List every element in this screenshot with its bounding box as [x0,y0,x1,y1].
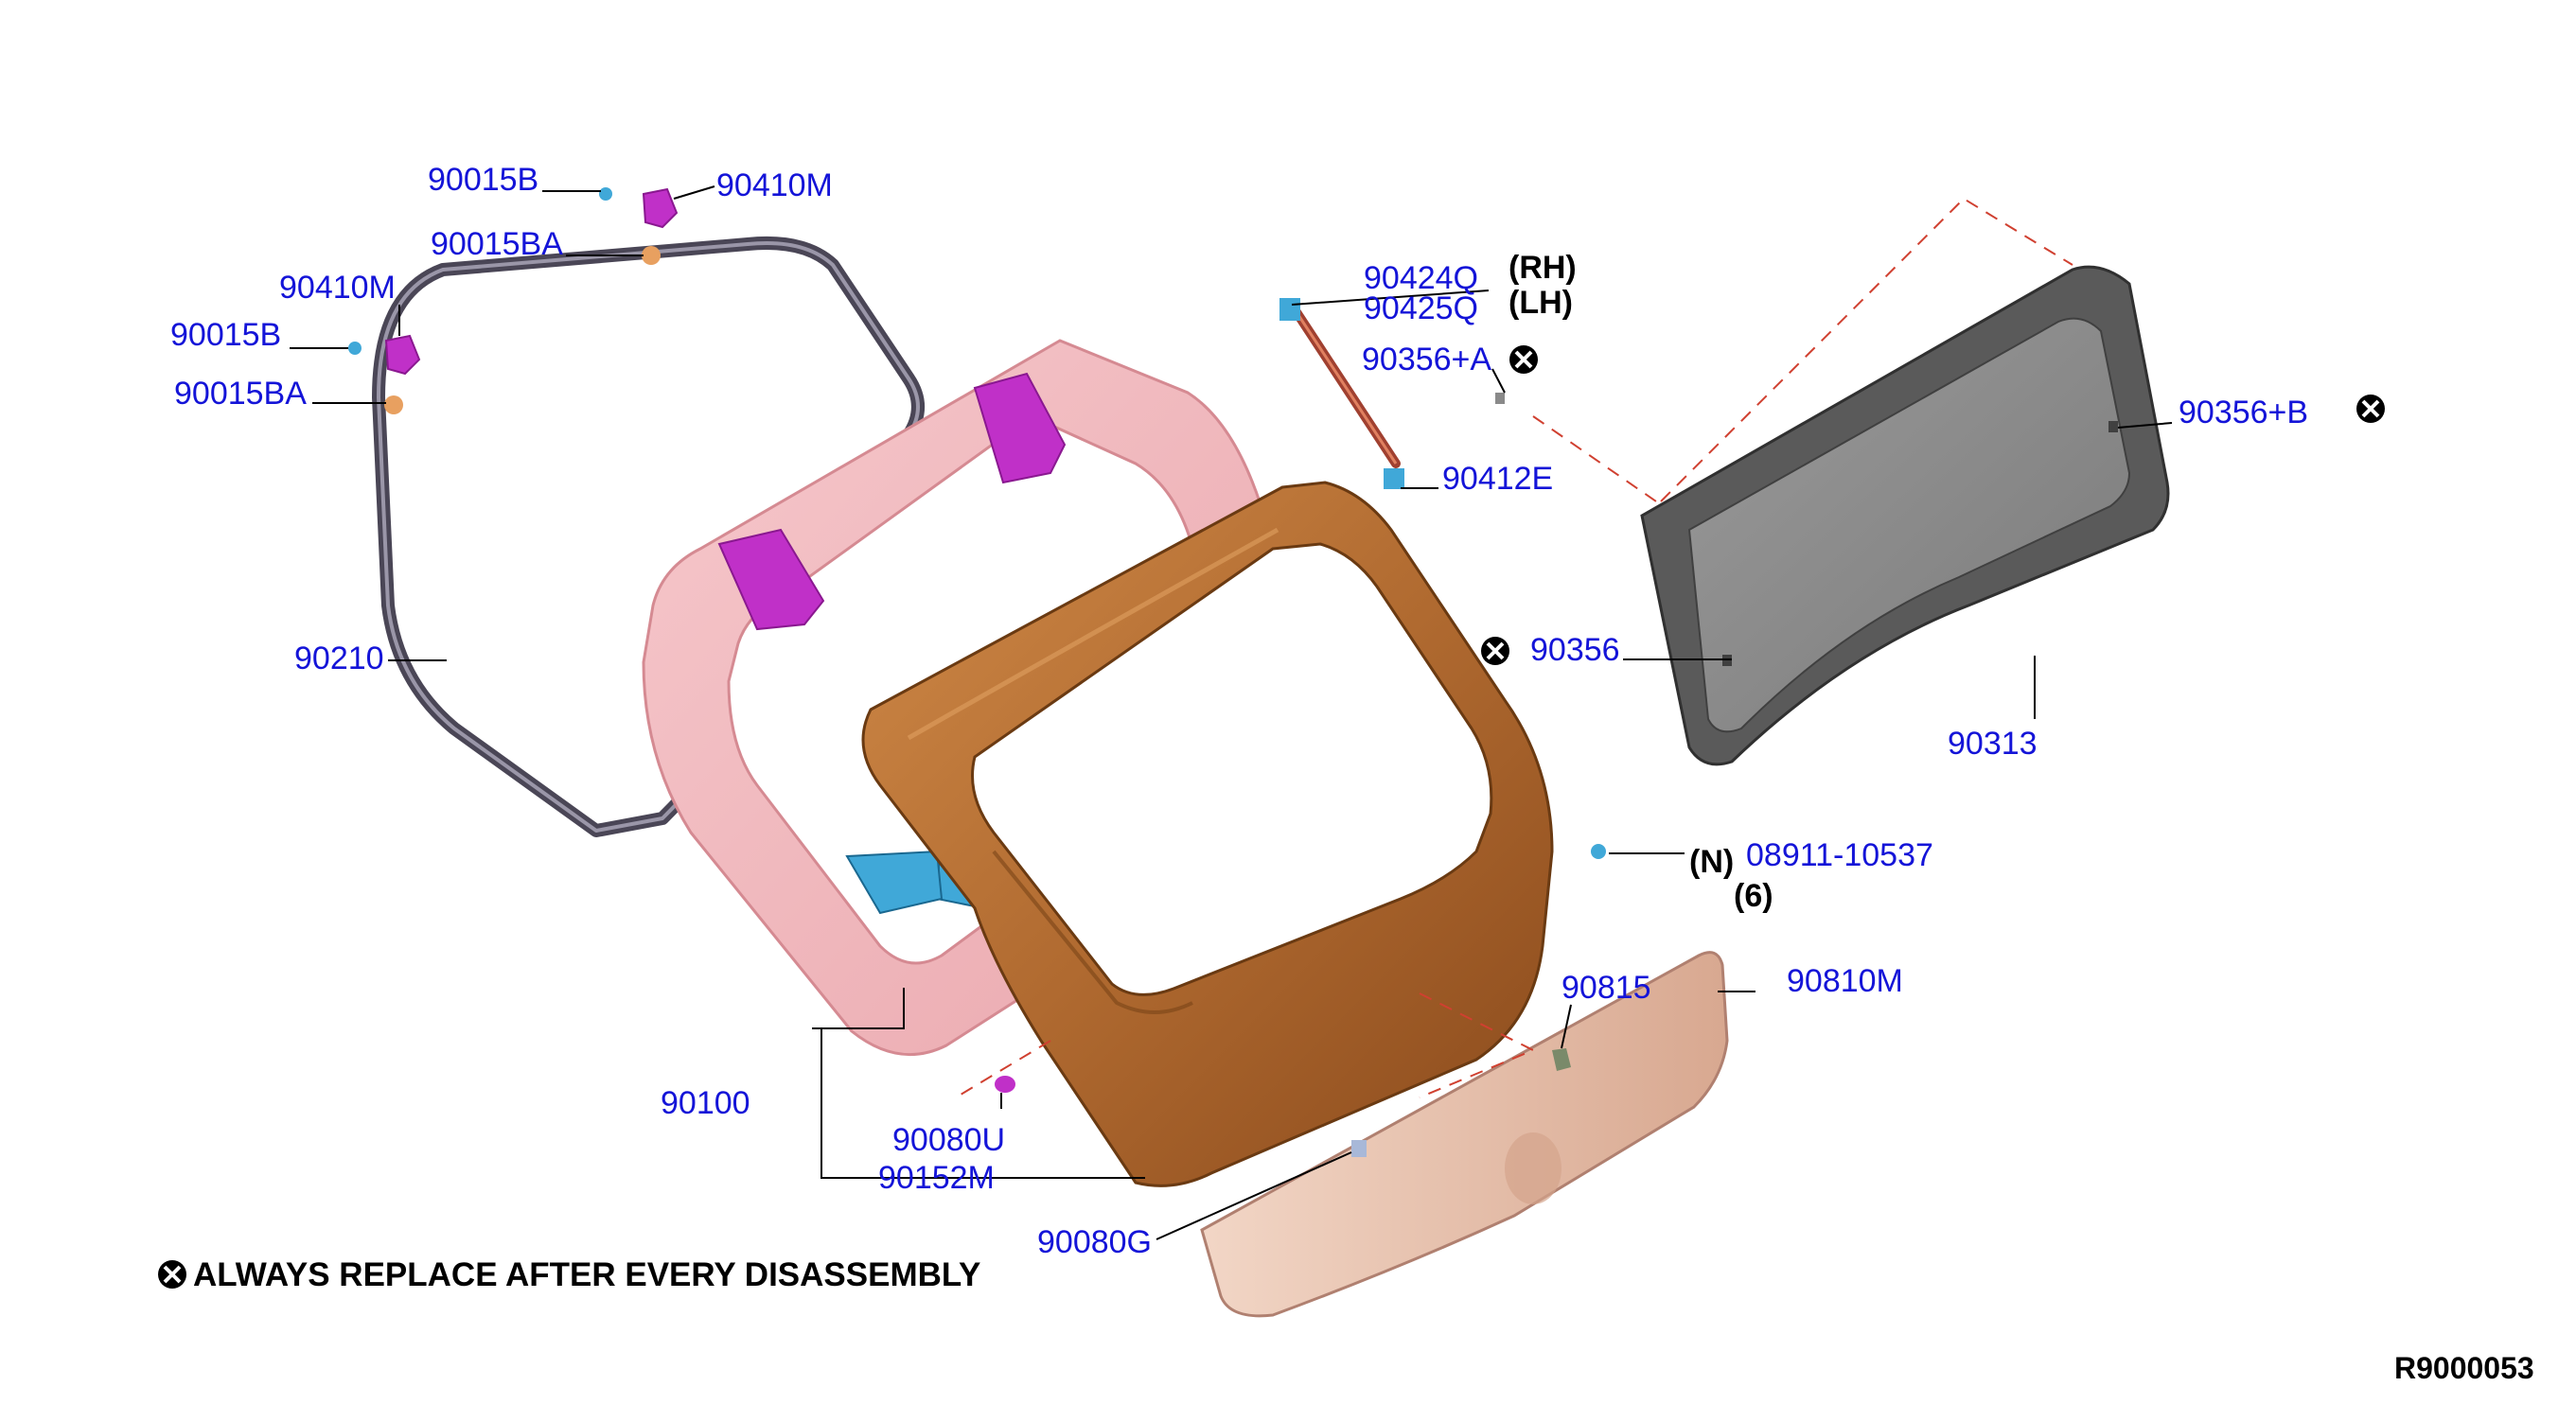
part-label-90815[interactable]: 90815 [1561,970,1651,1006]
side-label-lh: (LH) [1509,285,1573,321]
part-label-90356-b[interactable]: 90356+B [2179,395,2309,430]
part-label-90152M[interactable]: 90152M [878,1160,995,1196]
part-label-90410M[interactable]: 90410M [279,270,396,306]
circled-x-icon [158,1260,186,1289]
window-glass-90313[interactable] [1640,265,2170,766]
part-label-90412E[interactable]: 90412E [1442,461,1554,497]
side-label-rh: (RH) [1509,250,1577,286]
part-label-08911-10537[interactable]: 08911-10537 [1746,837,1933,873]
part-label-90356-a[interactable]: 90356+A [1362,342,1492,377]
gas-stay[interactable] [1279,298,1404,489]
part-label-90810M[interactable]: 90810M [1787,963,1903,999]
part-label-90015B[interactable]: 90015B [170,317,282,353]
nut-prefix-label: (N) [1689,844,1735,880]
circled-x-icon [1481,637,1509,665]
part-label-90015BA[interactable]: 90015BA [431,226,563,262]
outer-panel-90100[interactable] [861,481,1554,1187]
part-label-90080G[interactable]: 90080G [1037,1224,1152,1260]
hinge-bracket [717,372,1067,631]
part-label-90425Q[interactable]: 90425Q [1364,290,1478,326]
part-label-90356[interactable]: 90356 [1530,632,1620,668]
guide-lines [955,197,2073,1098]
part-label-90424Q[interactable]: 90424Q [1364,260,1478,296]
part-label-90100[interactable]: 90100 [661,1085,750,1121]
replacement-note: ALWAYS REPLACE AFTER EVERY DISASSEMBLY [193,1256,981,1293]
part-label-90015BA[interactable]: 90015BA [174,376,307,412]
leader-lines [290,185,2173,1240]
part-label-90210[interactable]: 90210 [294,641,384,676]
part-label-90080U[interactable]: 90080U [892,1122,1006,1158]
circled-x-icon [2356,395,2385,423]
diagram-code: R9000053 [2394,1351,2534,1385]
part-label-90313[interactable]: 90313 [1948,726,2038,762]
nut-qty-label: (6) [1734,878,1773,914]
circled-x-icon [1509,345,1538,374]
part-label-90015B[interactable]: 90015B [428,162,539,198]
part-label-90410M[interactable]: 90410M [716,167,833,203]
finisher-90810M[interactable] [1200,951,1729,1318]
